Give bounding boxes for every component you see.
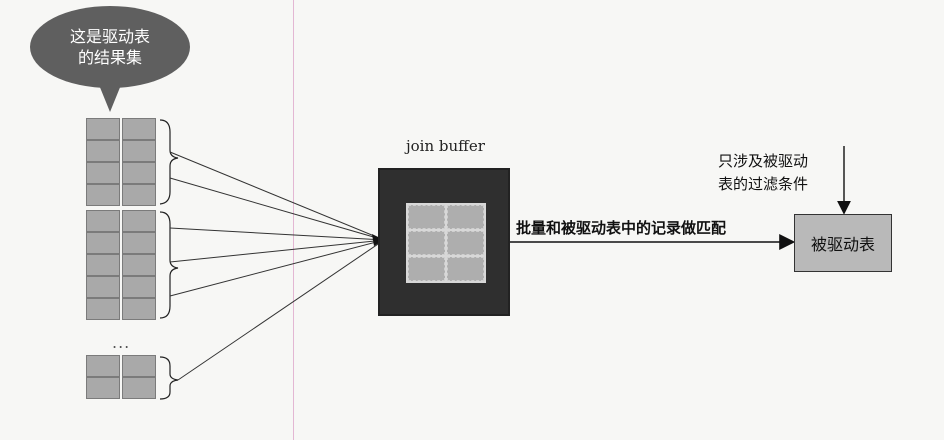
driven-table-box: 被驱动表 [794, 214, 892, 272]
driver-result-callout: 这是驱动表 的结果集 [30, 6, 190, 88]
driver-row [86, 276, 156, 298]
brace-group-2 [159, 211, 179, 319]
fan-line [169, 151, 385, 241]
driver-row [86, 254, 156, 276]
callout-line-1: 这是驱动表 [69, 27, 150, 46]
driven-table-label: 被驱动表 [810, 235, 875, 254]
fan-line [169, 239, 385, 263]
driver-row [86, 210, 156, 232]
brace-group-3 [159, 356, 179, 400]
driver-row [86, 232, 156, 254]
brace-group-1 [159, 119, 179, 205]
callout-tail [97, 80, 123, 112]
page-edge-line [293, 0, 294, 440]
join-buffer-rows [406, 203, 486, 283]
filter-note-line-1: 只涉及被驱动 [718, 152, 809, 170]
driver-row [86, 162, 156, 184]
fan-line [177, 239, 385, 381]
driver-row [86, 184, 156, 206]
driver-row [86, 118, 156, 140]
fan-line [169, 239, 385, 297]
driver-row [86, 140, 156, 162]
fan-line [169, 227, 385, 241]
driver-row [86, 298, 156, 320]
filter-note-line-2: 表的过滤条件 [718, 175, 809, 193]
filter-condition-note: 只涉及被驱动 表的过滤条件 [718, 150, 808, 196]
fan-line [169, 177, 385, 241]
driver-row [86, 355, 156, 377]
match-label: 批量和被驱动表中的记录做匹配 [516, 219, 727, 237]
ellipsis: ... [112, 333, 131, 352]
join-buffer-label: join buffer [406, 137, 485, 155]
driver-row [86, 377, 156, 399]
callout-line-2: 的结果集 [77, 48, 142, 67]
